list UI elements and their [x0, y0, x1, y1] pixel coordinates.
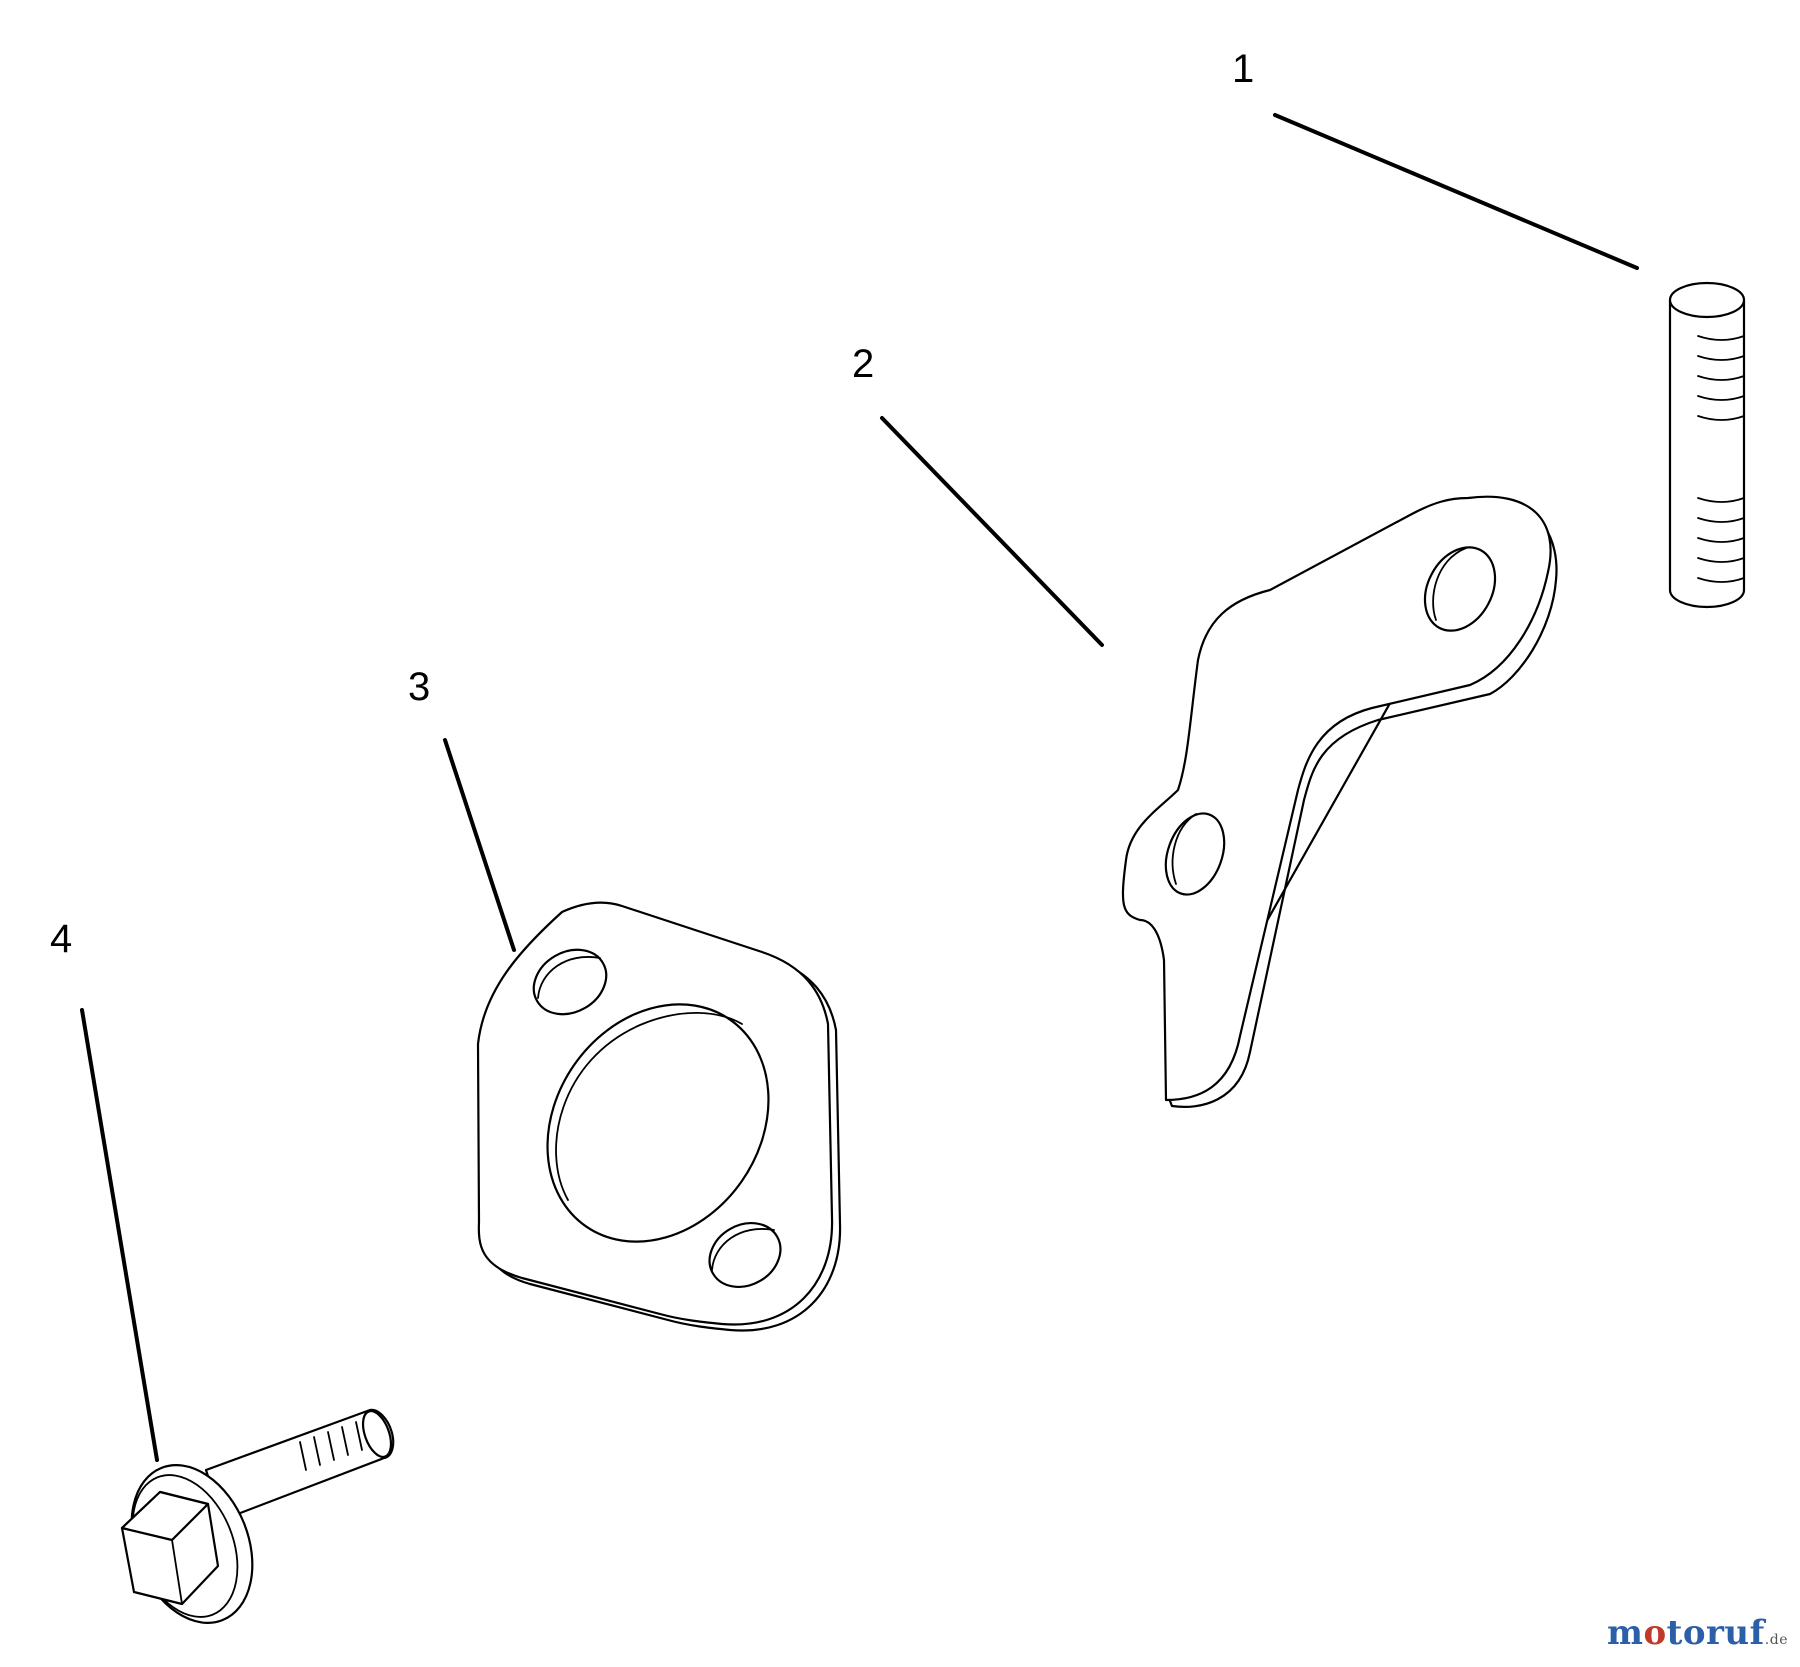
hex-flange-bolt-icon	[120, 1408, 395, 1624]
threaded-stud-icon	[1668, 281, 1746, 609]
callout-number-4: 4	[50, 917, 72, 961]
motoruf-watermark-logo: motoruf.de	[1606, 1613, 1788, 1653]
leader-line-4	[80, 1008, 159, 1462]
callout-number-1: 1	[1232, 47, 1254, 91]
bracket-plate-icon	[1121, 495, 1558, 1108]
callout-number-3: 3	[408, 665, 430, 709]
callout-number-2: 2	[852, 342, 874, 386]
leader-line-1	[1273, 113, 1639, 270]
flange-gasket-icon	[476, 901, 842, 1332]
leader-line-3	[443, 738, 516, 952]
leader-line-2	[880, 416, 1104, 647]
